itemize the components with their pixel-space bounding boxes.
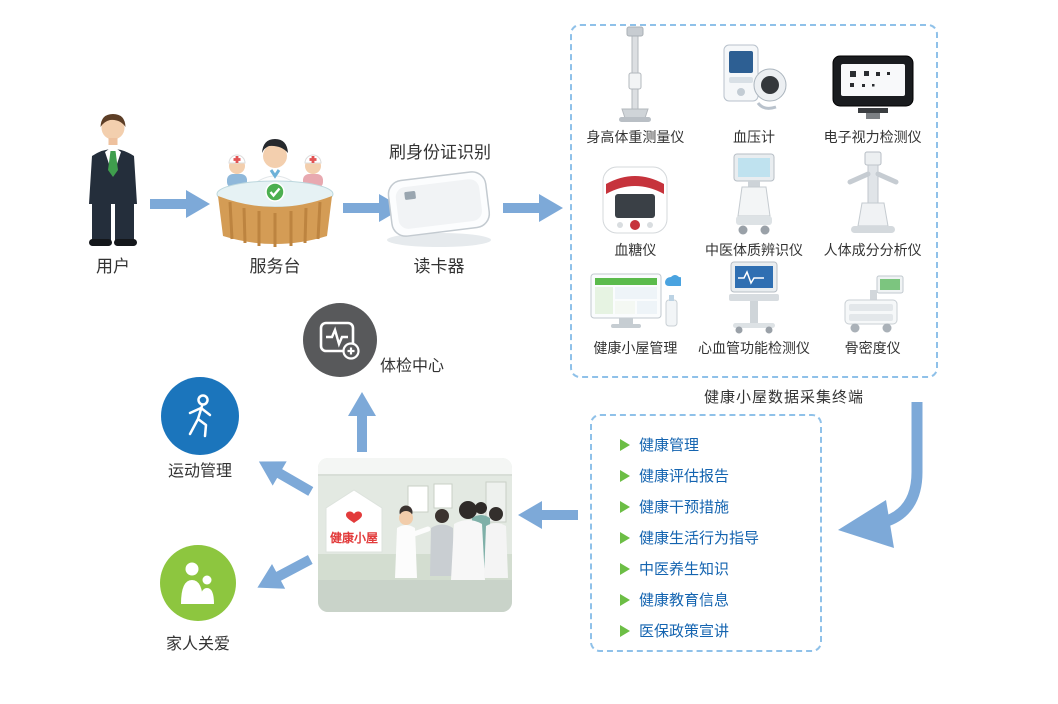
walking-person-icon [188,394,212,438]
device-label: 骨密度仪 [844,341,901,357]
devices-panel-caption: 健康小屋数据采集终端 [703,388,864,406]
list-item: 健康教育信息 [620,584,814,615]
exercise-management-label: 运动管理 [167,461,232,480]
tcm-constitution-device-icon [725,152,783,236]
service-label: 健康管理 [639,436,700,454]
health-cabin-photo: 健康小屋 [318,458,512,612]
services-list: 健康管理 健康评估报告 健康干预措施 健康生活行为指导 中医养生知识 健康教育信… [620,429,814,646]
family-care-label: 家人关爱 [165,634,230,653]
service-label: 健康教育信息 [639,591,730,609]
device-label: 中医体质辨识仪 [704,243,803,259]
devices-panel: 身高体重测量仪 血压计 [570,24,938,378]
device-label: 健康小屋管理 [593,341,678,357]
glucose-meter-icon [600,164,670,236]
photo-to-checkup-arrow-icon [346,390,378,452]
list-item: 健康干预措施 [620,491,814,522]
device-cell-management: 健康小屋管理 [576,262,695,360]
desk-label: 服务台 [249,257,301,277]
device-label: 电子视力检测仪 [823,130,922,146]
device-label: 血压计 [732,130,775,146]
device-cell-bone-density: 骨密度仪 [813,262,932,360]
list-item: 医保政策宣讲 [620,615,814,646]
medical-record-icon [319,321,360,360]
elbow-arrow-icon [828,400,933,552]
triangle-bullet-icon [620,438,630,451]
checkup-center-label: 体检中心 [380,356,445,375]
reader-caption: 刷身份证识别 [389,143,491,163]
card-reader-icon [380,160,498,254]
family-care-badge [160,545,236,621]
user-label: 用户 [96,257,130,277]
cabin-sign-text: 健康小屋 [330,530,378,545]
management-workstation-icon [589,270,682,334]
device-label: 身高体重测量仪 [586,130,685,146]
service-label: 中医养生知识 [639,560,730,578]
user-figure-icon [80,110,146,254]
flow-arrow-2-icon [343,192,405,224]
device-label: 心血管功能检测仪 [697,341,810,357]
list-item: 中医养生知识 [620,553,814,584]
cardiovascular-detector-icon [724,260,784,334]
bone-density-device-icon [839,274,907,334]
service-label: 健康评估报告 [639,467,730,485]
triangle-bullet-icon [620,562,630,575]
triangle-bullet-icon [620,531,630,544]
reader-label: 读卡器 [413,257,465,277]
device-cell-height-weight: 身高体重测量仪 [576,26,695,149]
services-panel: 健康管理 健康评估报告 健康干预措施 健康生活行为指导 中医养生知识 健康教育信… [590,414,822,652]
photo-to-exercise-arrow-icon [249,447,319,506]
list-item: 健康生活行为指导 [620,522,814,553]
vision-tester-icon [830,53,916,123]
service-label: 医保政策宣讲 [639,622,730,640]
family-icon [181,562,214,604]
triangle-bullet-icon [620,469,630,482]
device-cell-cardiovascular: 心血管功能检测仪 [695,260,814,360]
service-desk-icon [210,130,340,256]
flow-arrow-3-icon [503,192,565,224]
flow-arrow-1-icon [150,188,212,220]
device-cell-blood-pressure: 血压计 [695,32,814,149]
triangle-bullet-icon [620,500,630,513]
device-label: 血糖仪 [614,243,657,259]
blood-pressure-monitor-icon [720,41,788,123]
devices-grid: 身高体重测量仪 血压计 [576,26,932,372]
list-item: 健康管理 [620,429,814,460]
list-item: 健康评估报告 [620,460,814,491]
device-cell-vision: 电子视力检测仪 [813,32,932,149]
exercise-management-badge [161,377,239,455]
photo-to-family-arrow-icon [248,545,318,602]
service-label: 健康干预措施 [639,498,730,516]
triangle-bullet-icon [620,593,630,606]
device-cell-glucose: 血糖仪 [576,149,695,262]
body-composition-analyzer-icon [844,150,902,236]
service-label: 健康生活行为指导 [639,529,760,547]
device-cell-tcm: 中医体质辨识仪 [695,149,814,262]
device-cell-body-composition: 人体成分分析仪 [813,149,932,262]
triangle-bullet-icon [620,624,630,637]
checkup-center-badge [303,303,377,377]
device-label: 人体成分分析仪 [823,243,922,259]
height-weight-scale-icon [614,25,656,123]
services-to-photo-arrow-icon [516,499,578,531]
